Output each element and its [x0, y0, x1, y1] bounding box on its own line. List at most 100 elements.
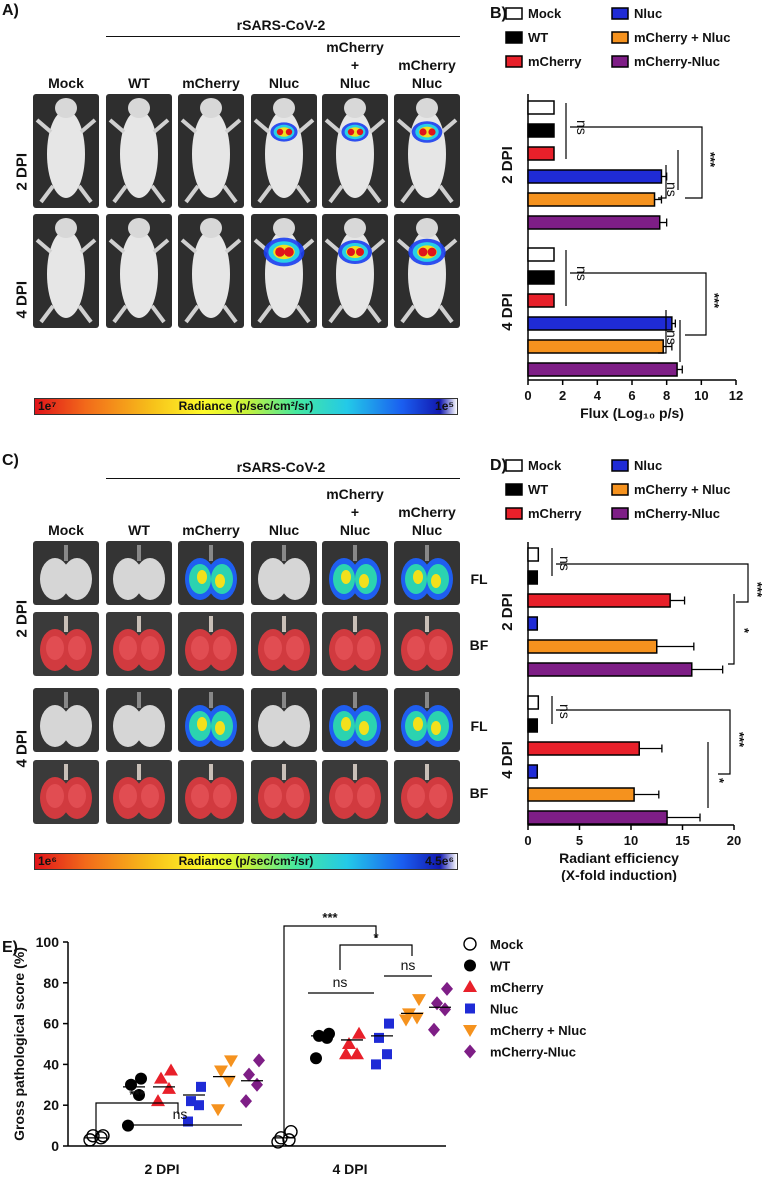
mouse-limb — [184, 184, 200, 204]
mouse-limb — [400, 184, 416, 204]
data-point-triangle — [463, 980, 477, 992]
mouse-limb — [39, 184, 55, 204]
panel-c-side-label: FL — [470, 718, 488, 734]
signal-yellow — [197, 570, 207, 584]
mouse-limb — [79, 118, 97, 134]
lung-icon — [329, 764, 381, 819]
mouse-limb — [150, 184, 166, 204]
x-tick-label: 5 — [576, 833, 583, 848]
significance-label: *** — [322, 910, 338, 925]
lung-fluorescence-image — [178, 541, 244, 605]
mouse-limb — [440, 118, 458, 134]
data-point-circle — [464, 959, 476, 972]
mouse-limb — [295, 304, 311, 324]
mouse-body — [47, 230, 85, 318]
bar — [527, 547, 540, 562]
lung-right-lobe — [280, 558, 310, 600]
signal-yellow — [431, 721, 441, 735]
mouse-body — [120, 230, 158, 318]
signal-red — [427, 247, 437, 257]
data-point-diamond — [253, 1053, 265, 1068]
mouse-image — [251, 214, 317, 328]
legend-label: Nluc — [490, 1002, 518, 1017]
lung-fluorescence-image — [251, 688, 317, 752]
data-point-circle — [135, 1072, 147, 1085]
x-category-label: 4 DPI — [332, 1161, 367, 1177]
lung-icon — [401, 616, 453, 671]
data-point-square — [183, 1116, 193, 1127]
lung-icon — [113, 764, 165, 819]
lung-fluorescence-image — [322, 541, 388, 605]
mouse-silhouette-icon — [35, 98, 97, 204]
lung-icon — [401, 692, 453, 747]
lung-highlight — [357, 636, 375, 660]
signal-yellow — [359, 574, 369, 588]
mouse-head — [344, 218, 366, 238]
significance-bracket — [283, 925, 377, 1136]
lung-fluorescence-image — [322, 688, 388, 752]
lung-icon — [185, 616, 237, 671]
lung-icon — [329, 616, 381, 671]
legend-label: mCherry + Nluc — [634, 482, 730, 497]
x-tick-label: 0 — [524, 388, 531, 403]
x-category-label: 2 DPI — [144, 1161, 179, 1177]
mouse-limb — [224, 118, 242, 134]
lung-icon — [329, 692, 381, 747]
data-point-triangle-down — [222, 1075, 236, 1088]
bar — [527, 339, 664, 354]
lung-icon — [113, 545, 165, 600]
lung-brightfield-image — [394, 760, 460, 824]
mouse-limb — [328, 184, 344, 204]
significance-label: ns — [557, 704, 573, 719]
x-axis-label: Radiant efficiency — [559, 850, 679, 866]
y-tick-label: 80 — [43, 975, 59, 991]
significance-label: *** — [707, 293, 722, 309]
mouse-silhouette-icon — [180, 218, 242, 324]
legend-label: Nluc — [634, 458, 662, 473]
legend-label: WT — [528, 482, 548, 497]
column-header: Nluc — [268, 75, 300, 91]
panel-c-row-label: 2 DPI — [13, 599, 31, 638]
trachea — [137, 616, 141, 632]
significance-bracket — [339, 944, 413, 970]
legend-swatch — [505, 7, 523, 20]
panel-a-header-rule — [106, 36, 460, 37]
bar — [527, 593, 671, 608]
lung-highlight — [68, 636, 86, 660]
trachea — [137, 692, 141, 708]
lung-fluorescence-image — [394, 688, 460, 752]
lung-icon — [113, 616, 165, 671]
x-tick-label: 12 — [729, 388, 743, 403]
mouse-limb — [39, 304, 55, 324]
lung-brightfield-image — [106, 612, 172, 676]
lung-fluorescence-image — [106, 688, 172, 752]
lung-icon — [258, 545, 310, 600]
mouse-silhouette-icon — [108, 218, 170, 324]
data-point-circle — [310, 1052, 322, 1065]
legend-label: Mock — [528, 6, 562, 21]
bar — [527, 810, 668, 825]
data-point-triangle-down — [211, 1104, 225, 1117]
bar — [527, 764, 539, 779]
lung-brightfield-image — [251, 760, 317, 824]
lung-left-lobe — [113, 705, 143, 747]
legend-swatch — [611, 55, 629, 68]
signal-red — [284, 247, 294, 257]
legend-label: mCherry + Nluc — [634, 30, 730, 45]
column-header: + — [350, 57, 360, 73]
mouse-image — [394, 94, 460, 208]
legend-swatch — [505, 55, 523, 68]
mouse-limb — [368, 118, 386, 134]
trachea — [64, 545, 68, 561]
mouse-body — [120, 110, 158, 198]
y-tick-label: 60 — [43, 1016, 59, 1032]
data-point-open-circle — [463, 937, 477, 951]
significance-label: *** — [129, 1087, 145, 1102]
column-header: Mock — [48, 522, 84, 538]
legend-label: mCherry-Nluc — [490, 1045, 576, 1060]
data-point-triangle-down — [224, 1055, 238, 1068]
mouse-limb — [112, 304, 128, 324]
mouse-limb — [328, 304, 344, 324]
bar — [527, 100, 555, 115]
